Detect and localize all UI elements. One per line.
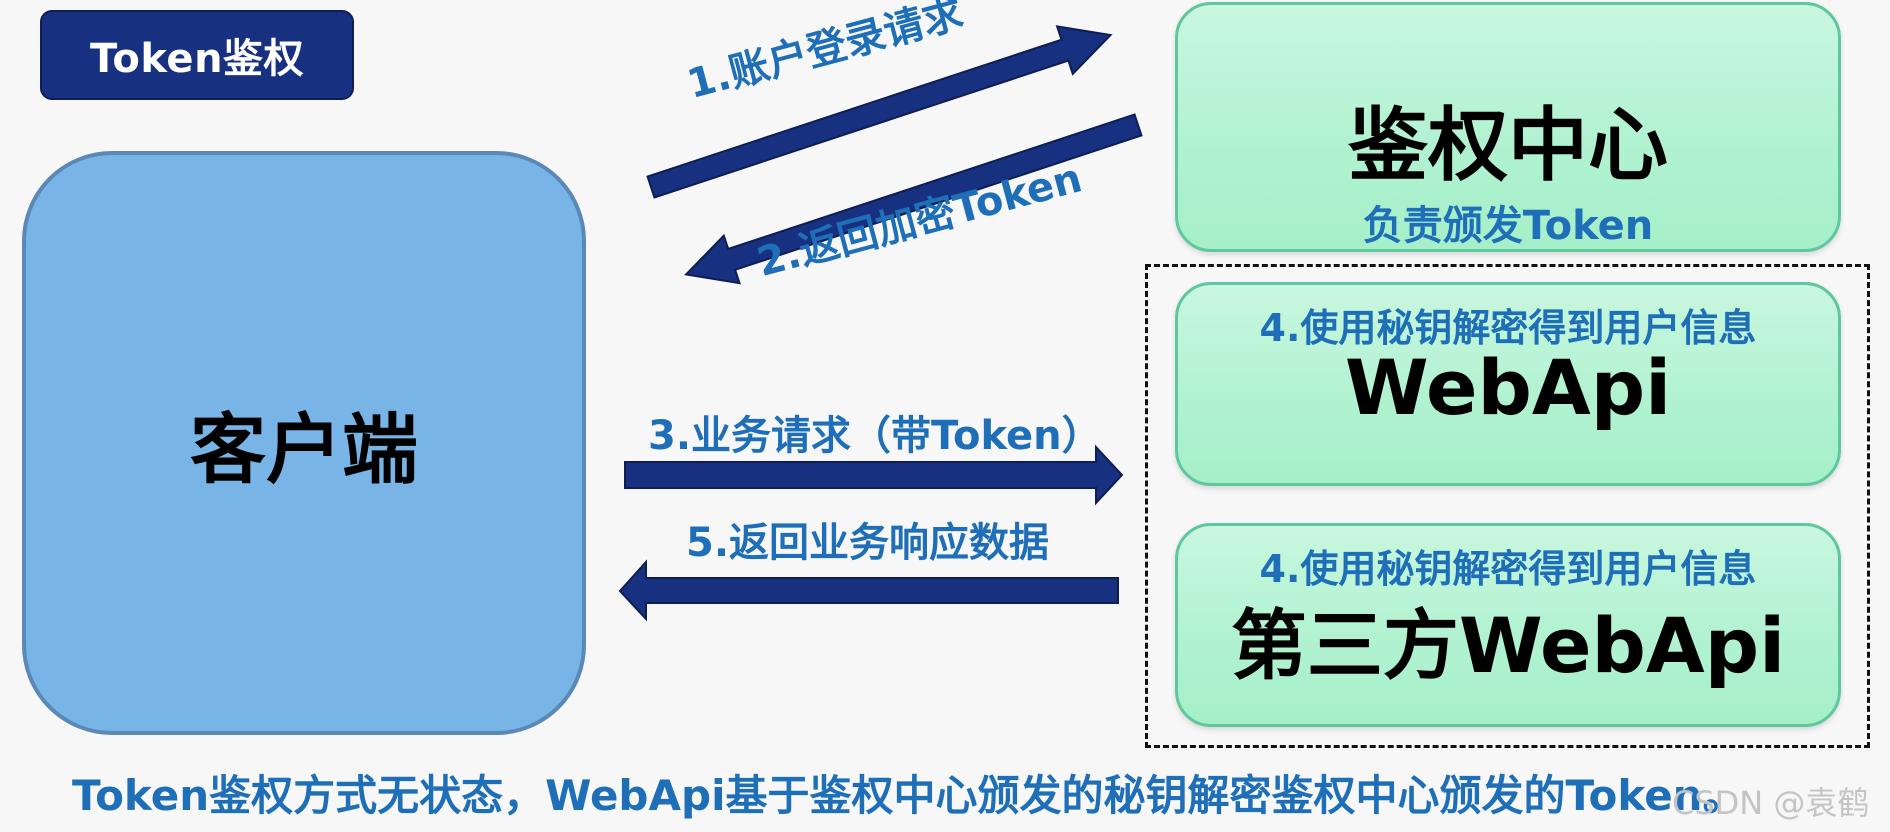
arrow-login-request (646, 25, 1113, 199)
title-text: Token鉴权 (89, 36, 305, 82)
auth-center-box: 鉴权中心 负责颁发Token (1175, 2, 1841, 252)
title-badge: Token鉴权 (40, 10, 354, 100)
client-box: 客户端 (22, 151, 586, 735)
third-party-step-label: 4.使用秘钥解密得到用户信息 (1259, 547, 1757, 591)
webapi-name: WebApi (1344, 343, 1672, 432)
label-step5: 5.返回业务响应数据 (686, 520, 1050, 566)
client-label: 客户端 (190, 405, 418, 494)
arrow-business-request (624, 444, 1124, 506)
webapi-step-label: 4.使用秘钥解密得到用户信息 (1259, 306, 1757, 350)
third-party-webapi-box: 4.使用秘钥解密得到用户信息 第三方WebApi (1175, 523, 1841, 727)
arrow-business-response (618, 559, 1119, 622)
arrow-return-token (684, 113, 1143, 285)
third-party-webapi-name: 第三方WebApi (1230, 601, 1786, 690)
label-step3: 3.业务请求（带Token） (648, 413, 1102, 459)
service-group-dashed-border (1145, 264, 1870, 748)
auth-center-title: 鉴权中心 (1348, 99, 1668, 192)
footer-note: Token鉴权方式无状态，WebApi基于鉴权中心颁发的秘钥解密鉴权中心颁发的T… (72, 771, 1745, 820)
watermark: CSDN @袁鹤 (1672, 784, 1870, 822)
auth-center-subtitle: 负责颁发Token (1362, 203, 1654, 249)
webapi-box: 4.使用秘钥解密得到用户信息 WebApi (1175, 282, 1841, 486)
